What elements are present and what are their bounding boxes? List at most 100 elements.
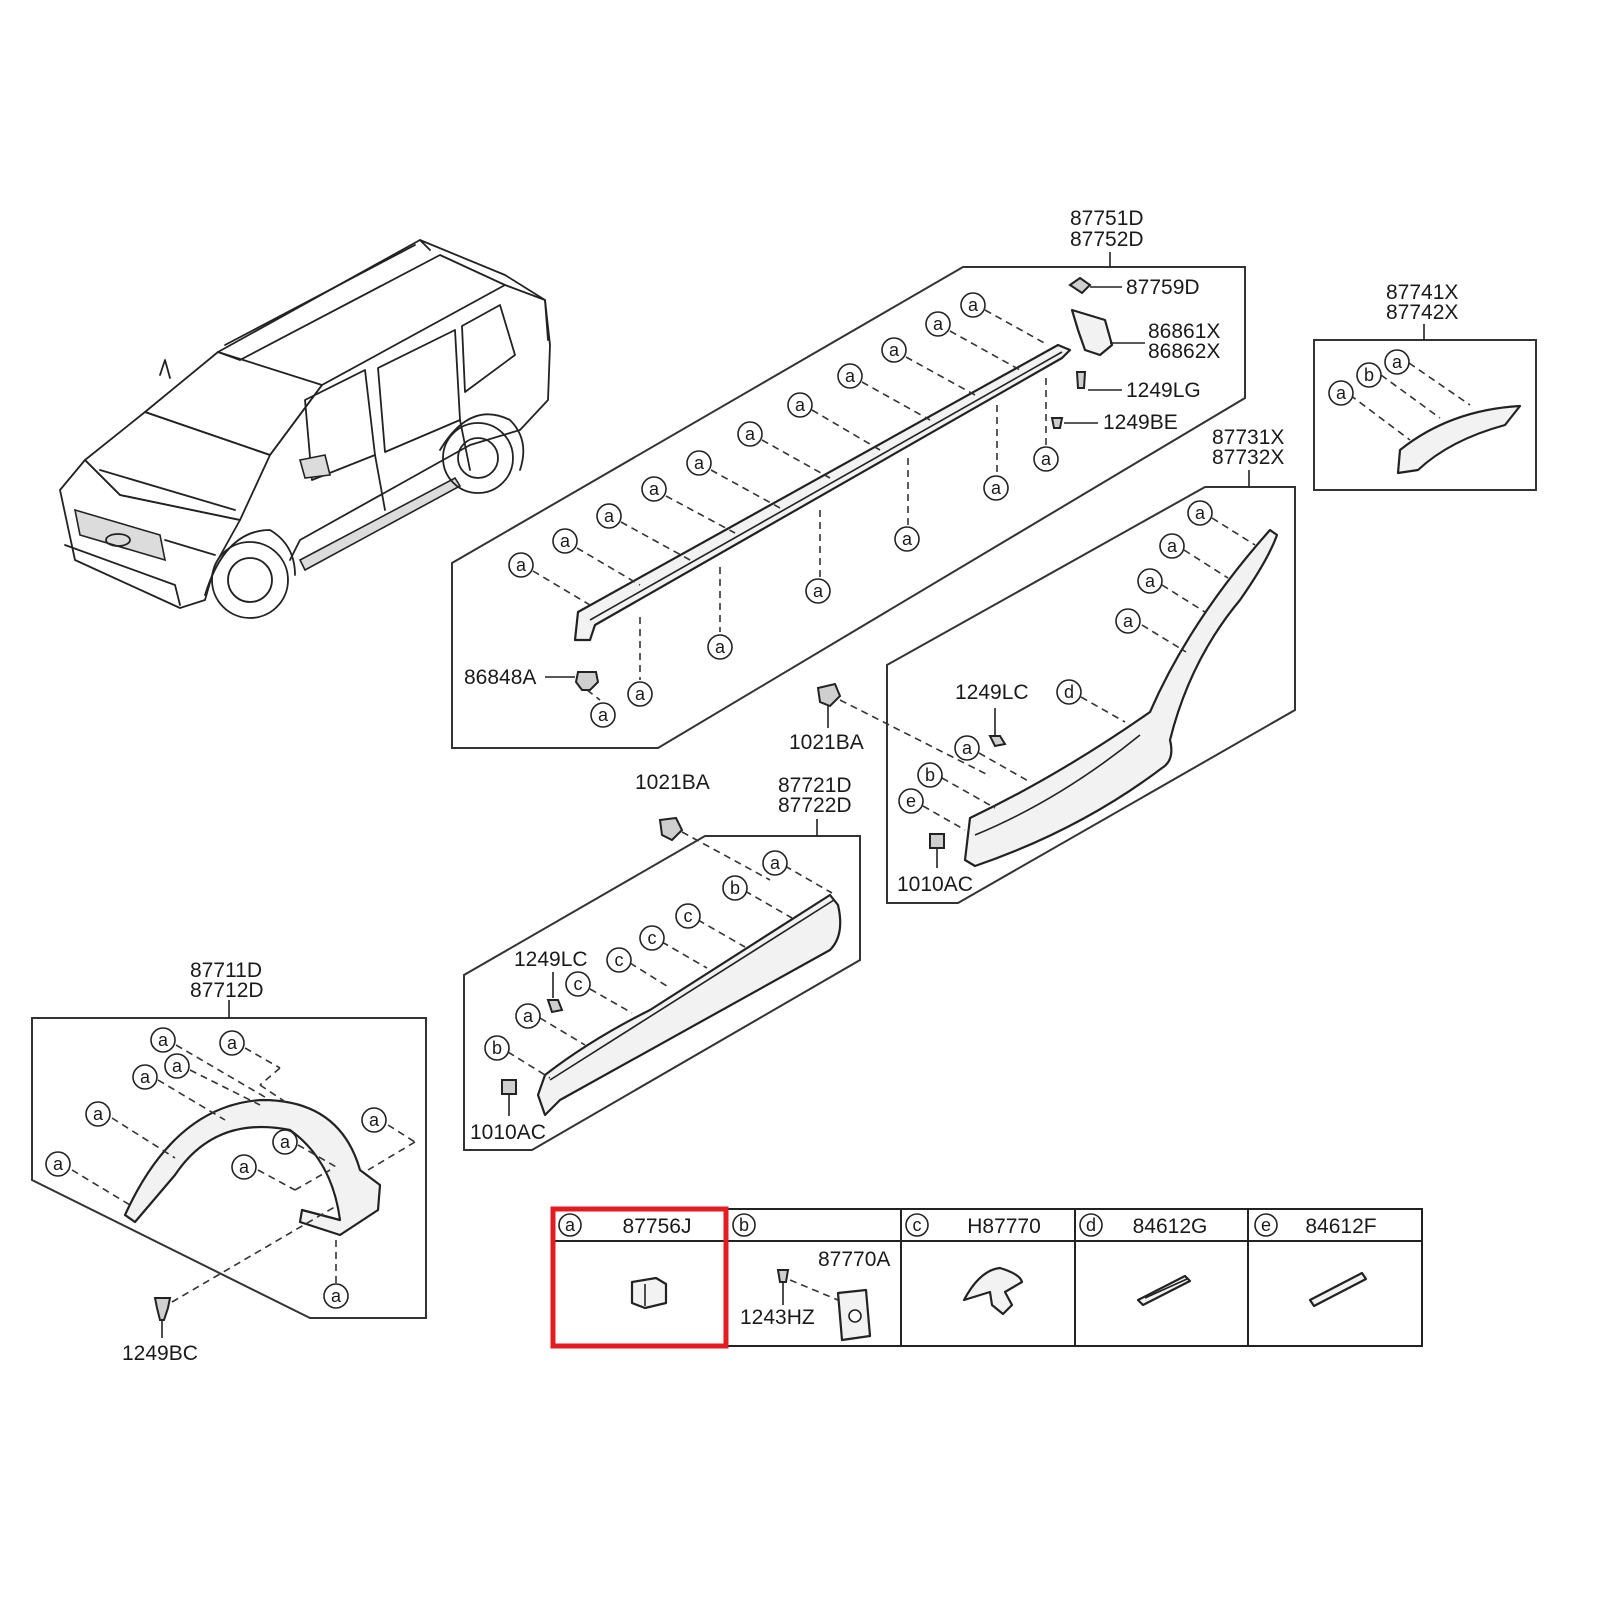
- callout-label: a: [745, 424, 756, 444]
- part-number: 86848A: [464, 666, 536, 689]
- part-number: 1249BC: [122, 1342, 198, 1365]
- callout-label: a: [1123, 611, 1134, 631]
- part-number: 86862X: [1148, 340, 1220, 363]
- callout-label: a: [635, 684, 646, 704]
- callout-label: a: [715, 637, 726, 657]
- part-number: 1010AC: [897, 873, 973, 896]
- clip-1010AC-rear: [929, 833, 945, 849]
- rear-bumper-extension-group: 87741X 87742X a b a: [1313, 281, 1537, 491]
- callout-label: a: [172, 1056, 183, 1076]
- clip-1021BA-front: [658, 816, 684, 842]
- part-number: 87722D: [778, 794, 852, 817]
- side-sill-molding: [573, 343, 1072, 642]
- callout-label: a: [1145, 571, 1156, 591]
- screw-1249LC-rear: [988, 735, 1007, 748]
- callout-label: a: [1195, 503, 1206, 523]
- callout-label: a: [158, 1030, 169, 1050]
- callout-label: d: [1064, 682, 1074, 702]
- legend-key: b: [739, 1215, 749, 1235]
- callout-label: a: [93, 1104, 104, 1124]
- screw-1249BE: [1050, 417, 1064, 429]
- callout-label: b: [925, 765, 935, 785]
- legend-part-number: 84612G: [1133, 1215, 1208, 1238]
- part-number: 1249BE: [1103, 411, 1178, 434]
- rear-door-frame: [886, 486, 1296, 904]
- legend-part-number: 84612F: [1305, 1215, 1376, 1238]
- callout-label: a: [1392, 352, 1403, 372]
- legend-cell-a[interactable]: a 87756J: [558, 1213, 691, 1310]
- rear-bumper-frame: [1313, 339, 1537, 491]
- quarter-molding: [963, 528, 1279, 868]
- callout-label: a: [845, 366, 856, 386]
- part-number: 1010AC: [470, 1121, 546, 1144]
- callout-label: a: [962, 738, 973, 758]
- callout-label: a: [331, 1286, 342, 1306]
- callout-label: a: [140, 1067, 151, 1087]
- front-door-molding-group: 87721D 87722D 1021BA 1249LC 1010AC a b c…: [463, 771, 861, 1151]
- part-number: 87759D: [1126, 276, 1200, 299]
- callout-label: a: [369, 1110, 380, 1130]
- highlight-box: [550, 1206, 729, 1349]
- callout-label: a: [560, 531, 571, 551]
- bolt-1243HZ-icon: [776, 1269, 790, 1283]
- callout-label: a: [604, 506, 615, 526]
- wheel-arch-molding-group: 87711D 87712D 1249BC a a a a a a a a a a: [31, 959, 427, 1365]
- part-number: 87742X: [1386, 301, 1458, 324]
- tape-84612F-icon: [1308, 1271, 1368, 1308]
- callout-label: b: [1364, 365, 1374, 385]
- part-number: 1249LG: [1126, 379, 1201, 402]
- legend-cell-d[interactable]: d 84612G: [1079, 1213, 1208, 1307]
- part-number: 87732X: [1212, 446, 1284, 469]
- legend-cell-b[interactable]: b 87770A 1243HZ: [732, 1213, 890, 1342]
- callout-label: a: [227, 1033, 238, 1053]
- part-number: 1021BA: [635, 771, 710, 794]
- callout-label: a: [902, 529, 913, 549]
- legend-part-number: H87770: [967, 1215, 1041, 1238]
- rear-bumper-molding: [1396, 404, 1522, 475]
- callout-label: c: [574, 974, 583, 994]
- part-number: 87741X: [1386, 281, 1458, 304]
- callout-label: b: [492, 1038, 502, 1058]
- callout-label: a: [770, 853, 781, 873]
- callout-label: a: [1041, 449, 1052, 469]
- part-number: 87752D: [1070, 228, 1144, 251]
- screw-1249BC: [153, 1297, 172, 1321]
- side-sill-group: 87751D 87752D 87759D 86861X 86862X 1249L…: [451, 207, 1246, 749]
- callout-label: a: [813, 581, 824, 601]
- callout-label: a: [280, 1132, 291, 1152]
- part-number: 87731X: [1212, 426, 1284, 449]
- clip-1021BA-rear: [816, 682, 842, 708]
- callout-label: a: [889, 340, 900, 360]
- screw-1249LG: [1075, 371, 1087, 389]
- clip-1010AC-front: [501, 1079, 517, 1095]
- callout-label: a: [968, 295, 979, 315]
- callout-label: a: [516, 555, 527, 575]
- callout-label: a: [598, 705, 609, 725]
- part-number: 87712D: [190, 979, 264, 1002]
- clip-86848A: [574, 671, 600, 691]
- callout-label: b: [730, 878, 740, 898]
- part-number: 87721D: [778, 774, 852, 797]
- screw-1249LC-front: [546, 999, 564, 1014]
- callout-label: a: [239, 1157, 250, 1177]
- callout-label: a: [795, 395, 806, 415]
- callout-label: a: [991, 478, 1002, 498]
- callout-label: c: [615, 950, 624, 970]
- fastener-legend-table: a 87756J b 87770A 1243HZ c H87770: [550, 1206, 1423, 1349]
- legend-cell-e[interactable]: e 84612F: [1254, 1213, 1377, 1308]
- part-number: 1021BA: [789, 731, 864, 754]
- callout-label: a: [694, 453, 705, 473]
- part-number: 87770A: [818, 1248, 890, 1271]
- legend-cell-c[interactable]: c H87770: [905, 1213, 1041, 1316]
- callout-label: a: [649, 479, 660, 499]
- part-number: 1243HZ: [740, 1306, 815, 1329]
- callout-label: a: [1336, 383, 1347, 403]
- wheel-arch-frame: [31, 1017, 427, 1319]
- callout-label: a: [523, 1006, 534, 1026]
- part-number: 87711D: [190, 959, 262, 982]
- part-number: 1249LC: [955, 681, 1029, 704]
- callout-label: a: [53, 1154, 64, 1174]
- wheel-arch-molding: [123, 1098, 382, 1237]
- clip-H87770-icon: [962, 1266, 1024, 1316]
